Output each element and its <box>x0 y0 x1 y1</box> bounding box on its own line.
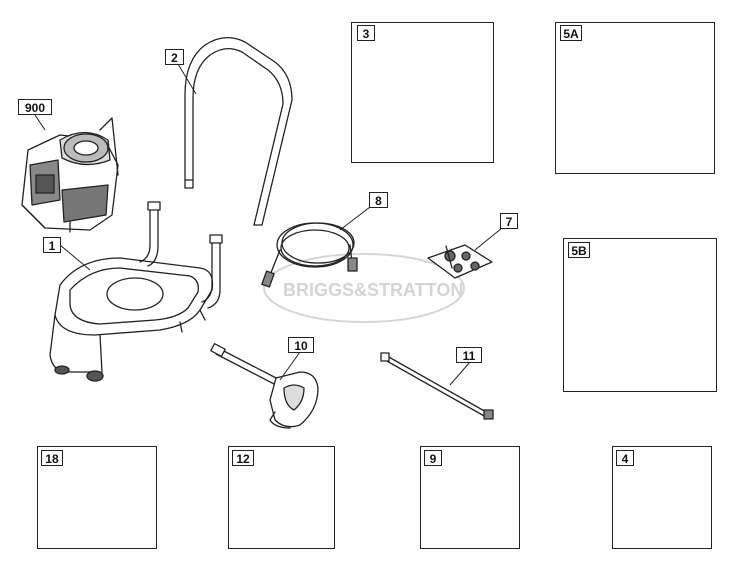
callout-pump-5a: 5A <box>560 25 582 41</box>
panel-pump-5a <box>555 22 715 174</box>
hardware-kit-7-illustration <box>427 244 493 279</box>
callout-bolt-kit-12: 12 <box>232 450 254 466</box>
callout-foot-kit-4: 4 <box>616 450 634 466</box>
lance-illustration <box>380 352 494 420</box>
callout-hose: 8 <box>369 192 388 208</box>
callout-spray-gun: 10 <box>288 337 314 353</box>
callout-hardware-kit-7: 7 <box>500 213 518 229</box>
callout-engine: 900 <box>18 99 52 115</box>
callout-wheel: 18 <box>41 450 63 466</box>
spray-gun-illustration <box>210 343 319 429</box>
handle-illustration <box>184 37 293 226</box>
panel-pump-5b <box>563 238 717 392</box>
engine-illustration <box>21 117 119 233</box>
callout-pump-5b: 5B <box>568 242 590 258</box>
brand-watermark: BRIGGS&STRATTON <box>283 280 464 300</box>
callout-wheel-kit-9: 9 <box>424 450 442 466</box>
panel-bracket-kit <box>351 22 494 163</box>
frame-base-illustration <box>49 201 223 382</box>
callout-frame-base: 1 <box>43 237 61 253</box>
hose-illustration <box>261 222 358 288</box>
callout-bracket-kit: 3 <box>357 25 375 41</box>
callout-handle: 2 <box>165 49 184 65</box>
watermark-oval <box>263 253 465 323</box>
callout-lance: 11 <box>456 347 482 363</box>
